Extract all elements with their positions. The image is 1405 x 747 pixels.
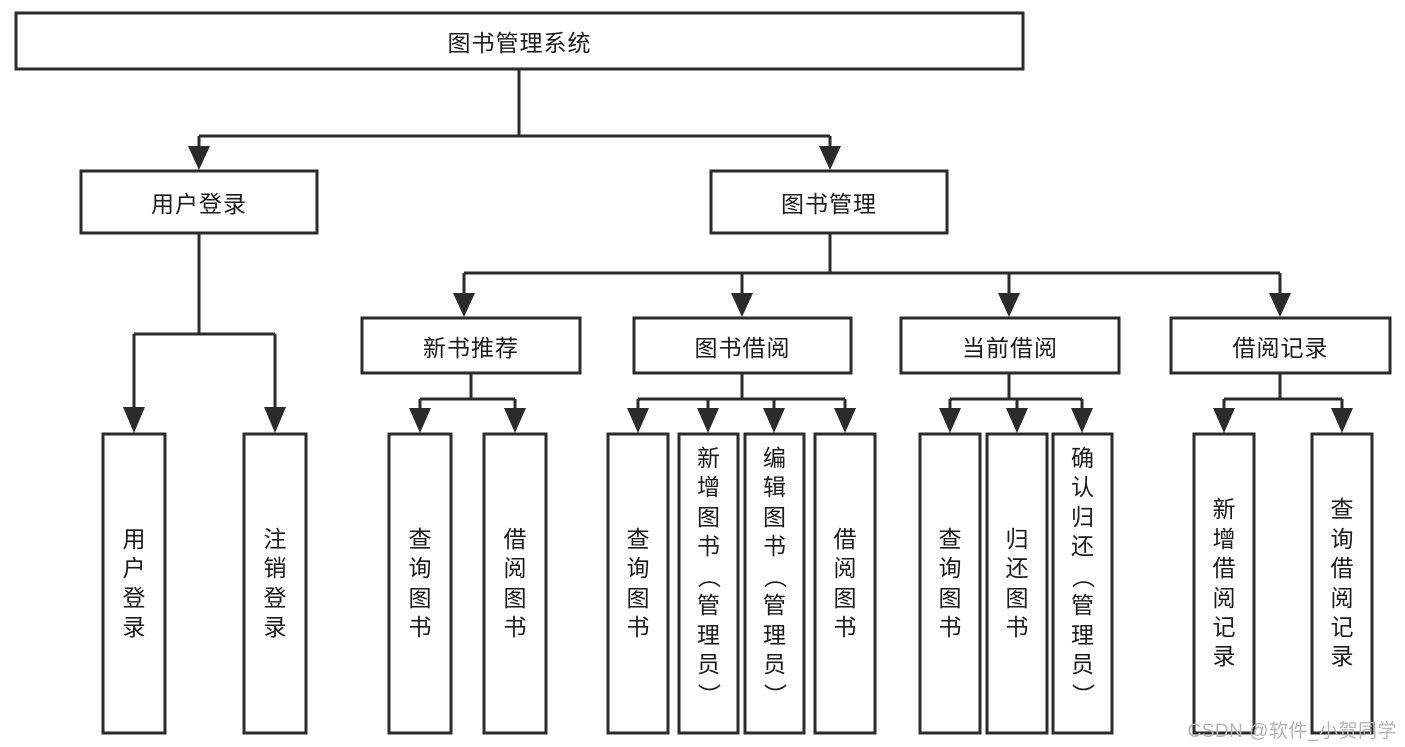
node-box-leaf-user-login[interactable] — [101, 432, 167, 735]
arrow-head-leaf-logout — [264, 407, 286, 433]
node-box-book-borrow[interactable] — [632, 316, 853, 375]
arrow-head-leaf-query-book-current — [939, 408, 961, 433]
arrow-head-user-login — [188, 146, 210, 170]
arrow-head-leaf-borrow-book-recommend — [504, 408, 526, 433]
node-box-leaf-query-book-current[interactable] — [918, 432, 982, 735]
arrow-head-leaf-edit-book-admin — [763, 408, 785, 433]
arrow-head-borrow-record — [1269, 293, 1291, 317]
node-box-leaf-add-book-admin[interactable] — [677, 432, 740, 735]
connector-book-management-to-level3 — [453, 233, 1291, 317]
node-box-leaf-add-borrow-record[interactable] — [1192, 432, 1256, 735]
arrow-head-leaf-user-login — [123, 407, 145, 433]
connector-user-login-to-leaves — [123, 233, 286, 433]
arrow-head-current-borrow — [998, 293, 1020, 317]
connector-book-borrow-to-leaves — [627, 373, 856, 433]
node-box-book-management[interactable] — [709, 169, 949, 235]
arrow-head-leaf-query-book-borrow — [627, 408, 649, 433]
arrow-head-leaf-return-book — [1006, 408, 1028, 433]
arrow-head-leaf-add-borrow-record — [1213, 408, 1235, 433]
arrow-head-leaf-query-book-recommend — [409, 408, 431, 433]
arrow-head-leaf-confirm-return-admin — [1071, 408, 1093, 433]
csdn-watermark: CSDN @软件_小贺同学 — [1187, 721, 1397, 742]
arrow-head-leaf-add-book-admin — [697, 408, 719, 433]
node-box-root[interactable] — [14, 11, 1025, 71]
node-box-leaf-query-borrow-record[interactable] — [1310, 432, 1374, 735]
node-box-leaf-query-book-borrow[interactable] — [606, 432, 670, 735]
connector-current-borrow-to-leaves — [939, 373, 1093, 433]
node-box-current-borrow[interactable] — [899, 316, 1121, 375]
node-box-borrow-record[interactable] — [1169, 316, 1392, 375]
arrow-head-leaf-query-borrow-record — [1331, 408, 1353, 433]
node-box-leaf-confirm-return-admin[interactable] — [1051, 432, 1114, 735]
node-box-leaf-return-book[interactable] — [985, 432, 1049, 735]
node-box-new-book-recommend[interactable] — [360, 316, 582, 375]
node-box-leaf-borrow-book[interactable] — [813, 432, 877, 735]
arrow-head-leaf-borrow-book — [834, 408, 856, 433]
connector-root-to-level2 — [188, 69, 841, 170]
node-box-user-login[interactable] — [79, 169, 319, 235]
node-box-leaf-edit-book-admin[interactable] — [743, 432, 806, 735]
connector-borrow-record-to-leaves — [1213, 373, 1353, 433]
arrow-head-new-book-recommend — [453, 293, 475, 317]
node-box-leaf-borrow-book-recommend[interactable] — [482, 432, 548, 735]
node-box-leaf-query-book-recommend[interactable] — [387, 432, 453, 735]
arrow-head-book-management — [819, 146, 841, 170]
connector-new-book-recommend-to-leaves — [409, 373, 526, 433]
arrow-head-book-borrow — [731, 293, 753, 317]
node-box-leaf-logout[interactable] — [242, 432, 308, 735]
